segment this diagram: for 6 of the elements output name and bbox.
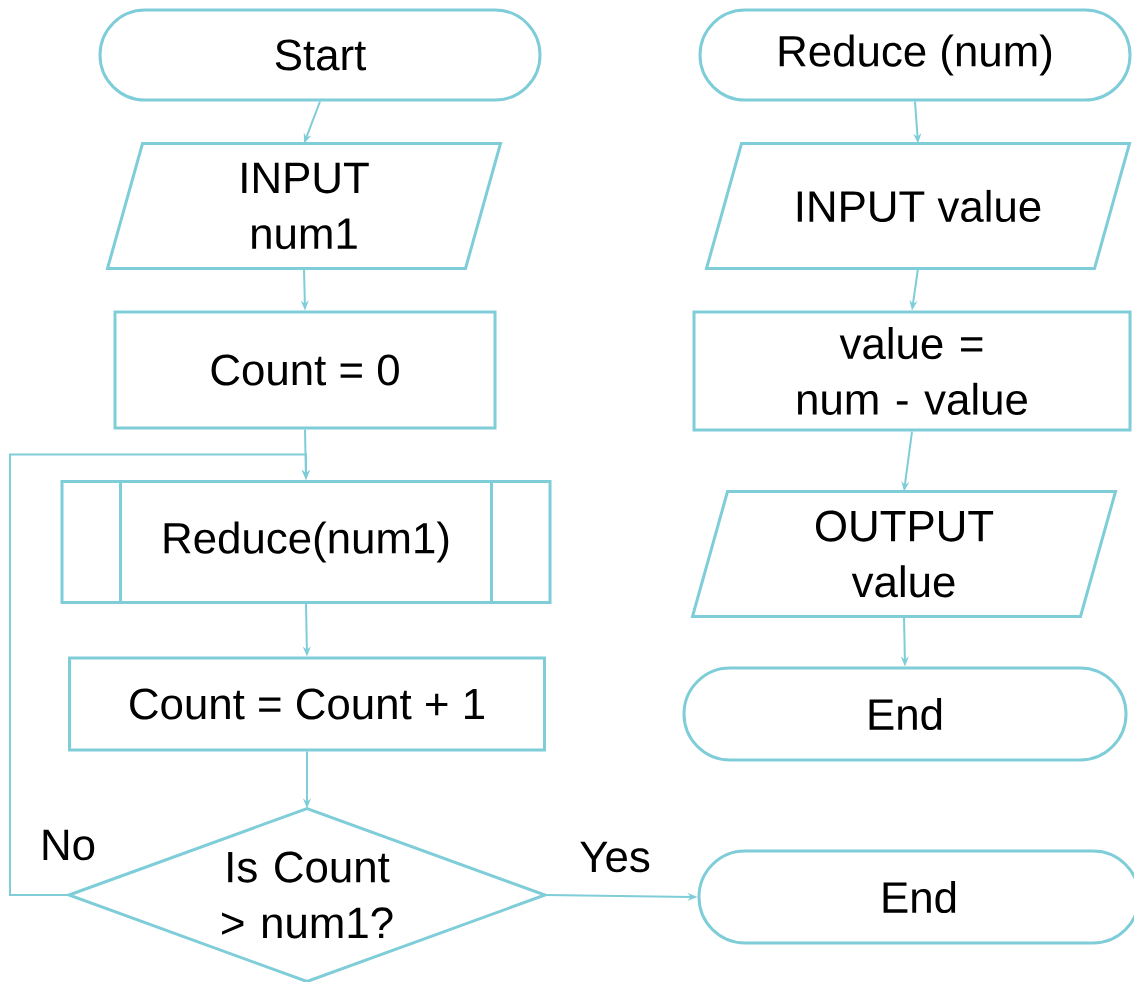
process-box: Count = 0 [113,310,497,430]
edge-label: Yes [577,839,653,875]
process-box: Count = Count + 1 [68,656,546,752]
process-box: value = num - value [692,310,1132,432]
subprocess-box: Reduce(num1) [60,478,552,606]
arrow [9,453,311,896]
